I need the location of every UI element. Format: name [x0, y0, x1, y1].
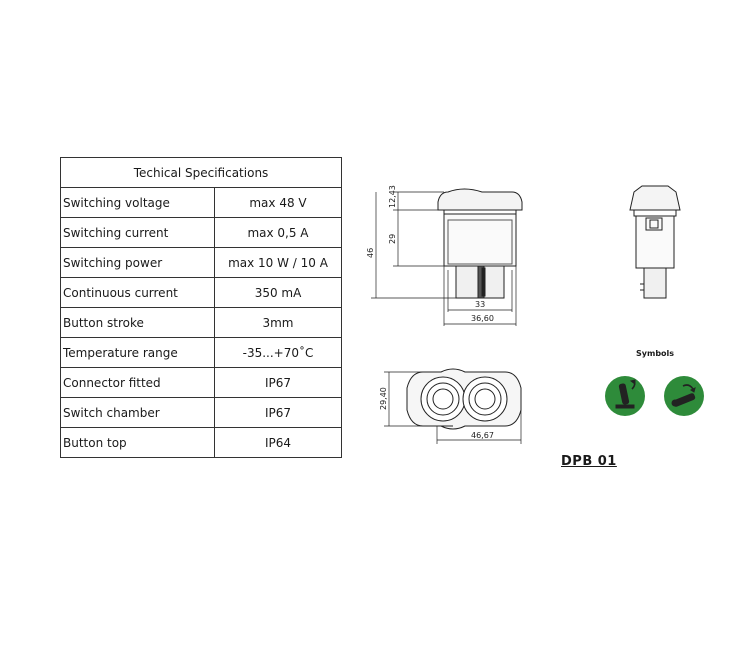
spec-label: Connector fitted — [60, 367, 215, 398]
spec-value: 3mm — [214, 307, 342, 338]
spec-value: IP64 — [214, 427, 342, 458]
dim-outer-width: 36,60 — [471, 314, 494, 323]
table-row: Temperature range-35...+70˚C — [60, 337, 342, 368]
spec-label: Continuous current — [60, 277, 215, 308]
symbols-label: Symbols — [636, 349, 675, 358]
spec-value: -35...+70˚C — [214, 337, 342, 368]
spec-label: Switching power — [60, 247, 215, 278]
top-view-drawing: 29,40 46,67 — [379, 368, 522, 444]
rocker-up-symbol-icon — [605, 376, 645, 416]
dim-top: 12,43 — [388, 185, 397, 208]
spec-label: Switch chamber — [60, 397, 215, 428]
front-view-drawing: 12,43 29 46 33 36,60 — [366, 185, 523, 326]
spec-label: Switching voltage — [60, 187, 215, 218]
spec-value: max 10 W / 10 A — [214, 247, 342, 278]
dim-inner-width: 33 — [475, 300, 485, 309]
model-label: DPB 01 — [561, 454, 617, 469]
dim-top-view-height: 29,40 — [379, 387, 388, 410]
spec-value: IP67 — [214, 367, 342, 398]
spec-table: Techical Specifications Switching voltag… — [60, 157, 342, 458]
spec-value: max 48 V — [214, 187, 342, 218]
spec-value: IP67 — [214, 397, 342, 428]
spec-value: max 0,5 A — [214, 217, 342, 248]
spec-label: Temperature range — [60, 337, 215, 368]
dim-top-view-width: 46,67 — [471, 431, 494, 440]
rocker-down-symbol-icon — [664, 376, 704, 416]
side-view-drawing — [629, 185, 681, 299]
spec-label: Button top — [60, 427, 215, 458]
spec-label: Button stroke — [60, 307, 215, 338]
dim-mid: 29 — [388, 234, 397, 244]
spec-label: Switching current — [60, 217, 215, 248]
spec-table-title: Techical Specifications — [60, 157, 342, 188]
spec-value: 350 mA — [214, 277, 342, 308]
dim-total: 46 — [366, 248, 375, 258]
